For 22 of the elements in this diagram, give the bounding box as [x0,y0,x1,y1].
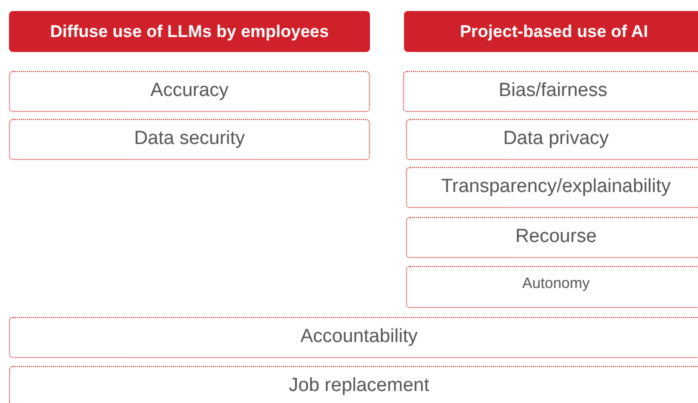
category-box [403,71,698,112]
category-label: Bias/fairness [498,80,608,102]
category-box [9,71,370,112]
category-box [9,119,370,160]
header-banner [9,11,370,52]
category-box [406,167,698,208]
category-label: Recourse [515,226,597,248]
category-label: Accuracy [150,80,229,102]
category-box [9,366,698,403]
category-label: Job replacement [288,375,430,397]
category-label: Data privacy [503,128,609,150]
category-box [406,266,698,308]
header-title: Project-based use of AI [460,22,648,42]
header-banner [404,11,698,52]
category-label: Accountability [300,326,418,348]
category-label: Transparency/explainability [441,176,671,198]
category-box [406,119,698,160]
category-label: Autonomy [522,275,590,292]
category-label: Data security [134,128,245,150]
category-box [406,217,698,258]
header-title: Diffuse use of LLMs by employees [50,22,329,42]
category-box [9,317,698,358]
